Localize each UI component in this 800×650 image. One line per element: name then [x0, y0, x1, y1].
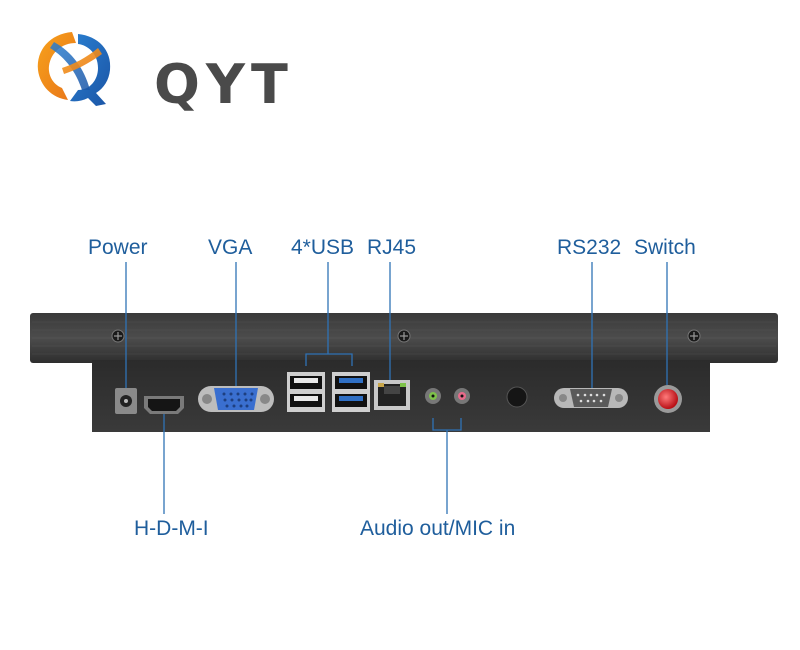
leader-lines	[125, 262, 668, 514]
qyt-logo-icon	[37, 32, 111, 106]
brand-logo: QYT	[32, 28, 288, 112]
rj45-port-icon	[374, 380, 410, 410]
hdmi-port-icon	[144, 396, 184, 414]
label-power: Power	[88, 236, 148, 259]
brand-name: QYT	[154, 53, 294, 116]
label-rs232: RS232	[557, 236, 622, 259]
label-vga: VGA	[208, 236, 253, 259]
mic-in-jack-icon	[454, 388, 470, 404]
audio-out-jack-icon	[425, 388, 441, 404]
label-switch: Switch	[634, 236, 696, 259]
power-jack-icon	[115, 388, 137, 414]
label-rj45: RJ45	[367, 236, 417, 259]
power-switch-icon	[654, 385, 682, 413]
label-audio: Audio out/MIC in	[360, 517, 516, 540]
vga-port-icon	[198, 386, 274, 412]
label-usb: 4*USB	[291, 236, 355, 259]
blank-port-cover	[506, 386, 528, 408]
label-hdmi: H-D-M-I	[134, 517, 209, 540]
rs232-port-icon	[554, 388, 628, 408]
usb-ports-icon	[287, 372, 370, 412]
